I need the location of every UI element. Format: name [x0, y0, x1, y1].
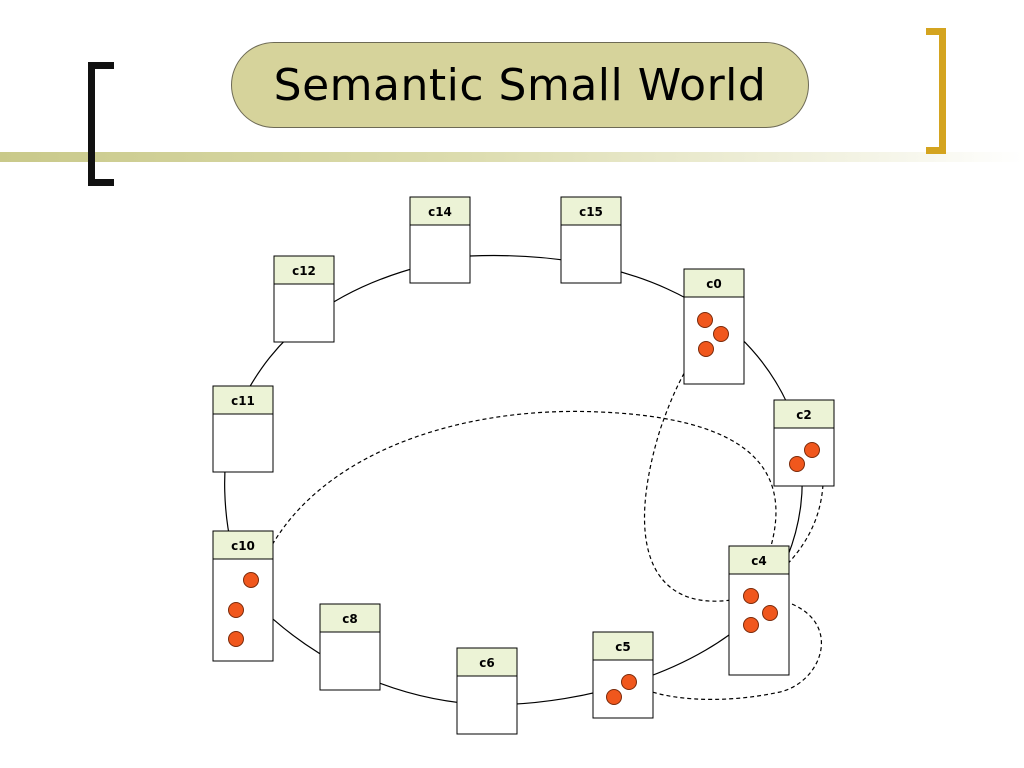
node-c4: c4 — [728, 545, 790, 676]
node-header — [319, 603, 381, 633]
node-c5: c5 — [592, 631, 654, 719]
node-c14: c14 — [409, 196, 471, 284]
node-c10: c10 — [212, 530, 274, 662]
title-banner: Semantic Small World — [231, 42, 809, 128]
node-label: c14 — [428, 205, 452, 219]
node-header — [683, 268, 745, 298]
node-c8: c8 — [319, 603, 381, 691]
node-c0: c0 — [683, 268, 745, 385]
node-label: c15 — [579, 205, 603, 219]
node-c6: c6 — [456, 647, 518, 735]
link-c4-to-c5 — [632, 595, 822, 701]
node-label: c12 — [292, 264, 316, 278]
node-c15: c15 — [560, 196, 622, 284]
peer-dot — [697, 312, 713, 328]
link-c4-to-c0 — [643, 351, 752, 602]
peer-dot — [743, 588, 759, 604]
node-label: c5 — [615, 640, 630, 654]
peer-dot — [762, 605, 778, 621]
node-label: c2 — [796, 408, 811, 422]
node-label: c10 — [231, 539, 255, 553]
right-bracket-decoration — [926, 28, 946, 154]
peer-dot — [713, 326, 729, 342]
node-header — [409, 196, 471, 226]
peer-dot — [789, 456, 805, 472]
node-header — [273, 255, 335, 285]
node-label: c8 — [342, 612, 357, 626]
node-label: c11 — [231, 394, 255, 408]
node-header — [592, 631, 654, 661]
node-c2: c2 — [773, 399, 835, 487]
peer-dot — [228, 631, 244, 647]
node-label: c6 — [479, 656, 494, 670]
node-c12: c12 — [273, 255, 335, 343]
peer-dot — [804, 442, 820, 458]
peer-dot — [606, 689, 622, 705]
cluster-nodes: c0 c2 c4 c5 c6 c8 c10 c11 c12 c14 c15 — [212, 196, 835, 735]
title-underline-bar — [0, 152, 1024, 162]
node-header — [456, 647, 518, 677]
node-c11: c11 — [212, 385, 274, 473]
left-bracket-decoration — [88, 62, 114, 186]
node-header — [212, 530, 274, 560]
node-header — [212, 385, 274, 415]
peer-dot — [743, 617, 759, 633]
node-header — [773, 399, 835, 429]
node-label: c4 — [751, 554, 766, 568]
peer-dot — [228, 602, 244, 618]
peer-dot — [621, 674, 637, 690]
slide-title: Semantic Small World — [273, 59, 767, 111]
peer-dot — [243, 572, 259, 588]
node-header — [560, 196, 622, 226]
node-header — [728, 545, 790, 575]
node-label: c0 — [706, 277, 721, 291]
link-c4-to-c10 — [256, 410, 777, 597]
peer-dot — [698, 341, 714, 357]
